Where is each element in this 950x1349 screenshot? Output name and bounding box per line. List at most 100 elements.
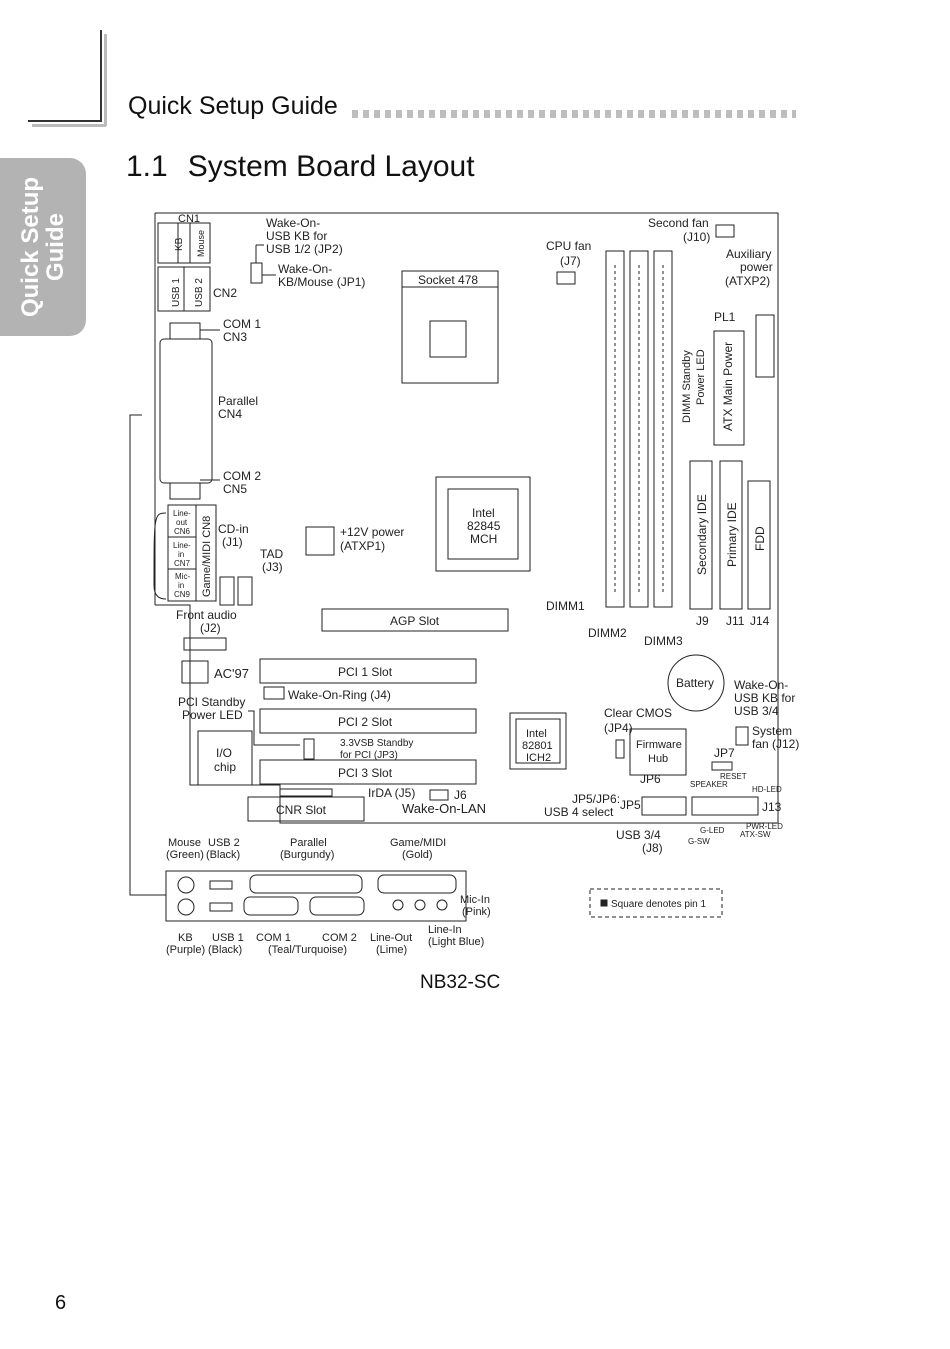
label-usb2: USB 2 <box>194 278 205 307</box>
label-wake-lan: Wake-On-LAN <box>402 801 486 816</box>
label-bp-par-2: (Burgundy) <box>280 849 334 861</box>
label-cn5: CN5 <box>223 482 247 496</box>
chapter-side-tab[interactable]: Quick Setup Guide <box>0 158 86 336</box>
label-cpu-fan: CPU fan <box>546 239 591 253</box>
label-cn3: CN3 <box>223 330 247 344</box>
label-micin: Mic- <box>175 572 190 581</box>
label-bp-usb2-2: (Black) <box>206 849 240 861</box>
label-in: in <box>178 550 184 559</box>
label-aux2: power <box>740 260 773 274</box>
label-intel-mch-2: 82845 <box>467 519 501 533</box>
label-pci2: PCI 2 Slot <box>338 715 393 729</box>
label-clear-cmos: Clear CMOS <box>604 706 672 720</box>
label-j11: J11 <box>726 614 745 628</box>
label-speaker: SPEAKER <box>690 780 728 789</box>
label-12v-power: +12V power <box>340 525 404 539</box>
label-j6: J6 <box>454 788 467 802</box>
label-parallel: Parallel <box>218 394 258 408</box>
label-cn7: CN7 <box>174 559 191 568</box>
label-io-2: chip <box>214 760 236 774</box>
label-mouse: Mouse <box>196 230 206 257</box>
page-number: 6 <box>55 1292 67 1314</box>
label-ac97: AC'97 <box>214 666 249 681</box>
label-j8: (J8) <box>642 841 663 855</box>
label-bp-linein-2: (Light Blue) <box>428 936 484 948</box>
label-j1: (J1) <box>222 535 243 549</box>
section-title: System Board Layout <box>187 150 475 183</box>
label-tad: TAD <box>260 547 283 561</box>
label-wake-ring: Wake-On-Ring (J4) <box>288 688 391 702</box>
label-bp-game-1: Game/MIDI <box>390 837 446 849</box>
label-second-fan: Second fan <box>648 216 709 230</box>
label-usb34: USB 3/4 <box>616 828 661 842</box>
label-bp-par-1: Parallel <box>290 837 327 849</box>
label-bp-mic-1: Mic-In <box>460 894 490 906</box>
label-battery: Battery <box>676 676 714 690</box>
label-j10: (J10) <box>683 230 710 244</box>
label-intel-mch-3: MCH <box>470 532 497 546</box>
label-dimm-standby-2: Power LED <box>695 349 707 405</box>
section-number: 1.1 <box>126 150 168 183</box>
label-io-1: I/O <box>216 746 232 760</box>
label-lineout: Line- <box>173 509 191 518</box>
label-bp-usb2-1: USB 2 <box>208 837 240 849</box>
label-pci-standby-2: Power LED <box>182 708 243 722</box>
label-bp-linein-1: Line-In <box>428 924 462 936</box>
label-jp7: JP7 <box>714 746 735 760</box>
label-intel-ich-3: ICH2 <box>526 752 551 764</box>
label-bp-usb1-2: (Black) <box>208 944 242 956</box>
label-j7: (J7) <box>560 254 581 268</box>
label-intel-ich-1: Intel <box>526 728 547 740</box>
label-system-fan-1: System <box>752 724 792 738</box>
label-game-midi-cn8: Game/MIDI CN8 <box>201 516 213 597</box>
label-hd-led: HD-LED <box>752 785 782 794</box>
label-pci3: PCI 3 Slot <box>338 766 393 780</box>
label-dimm-standby-1: DIMM Standby <box>681 350 693 423</box>
label-agp: AGP Slot <box>390 614 440 628</box>
board-layout-diagram: CN1 KB Mouse USB 1 USB 2 CN2 Wake-On- US… <box>129 212 799 956</box>
label-com1: COM 1 <box>223 317 261 331</box>
label-j2: (J2) <box>200 621 221 635</box>
label-reset: RESET <box>720 772 747 781</box>
label-aux1: Auxiliary <box>726 247 771 261</box>
label-cn2: CN2 <box>213 286 237 300</box>
label-micin2: in <box>178 581 184 590</box>
label-atxp2: (ATXP2) <box>725 274 770 288</box>
running-header-title: Quick Setup Guide <box>128 92 338 120</box>
label-cn1: CN1 <box>178 213 200 225</box>
label-com2: COM 2 <box>223 469 261 483</box>
label-pci-standby-1: PCI Standby <box>178 695 245 709</box>
label-usb1: USB 1 <box>171 278 182 307</box>
label-bp-usb1-1: USB 1 <box>212 932 244 944</box>
label-intel-mch-1: Intel <box>472 506 495 520</box>
label-jp56-1: JP5/JP6: <box>572 792 620 806</box>
side-tab-line2: Guide <box>42 213 69 282</box>
label-out: out <box>176 518 188 527</box>
label-bp-mouse-2: (Green) <box>166 849 204 861</box>
label-wake-usb34-2: USB KB for <box>734 691 795 705</box>
label-firmware: Firmware <box>636 739 682 751</box>
label-fdd: FDD <box>753 526 767 551</box>
label-socket: Socket 478 <box>418 273 478 287</box>
label-cdin: CD-in <box>218 522 249 536</box>
label-bp-mouse-1: Mouse <box>168 837 201 849</box>
label-dimm2: DIMM2 <box>588 626 627 640</box>
label-cn4: CN4 <box>218 407 242 421</box>
label-wake-usb34-3: USB 3/4 <box>734 704 779 718</box>
label-pl1: PL1 <box>714 310 736 324</box>
board-outline <box>155 212 779 824</box>
section-heading: 1.1 System Board Layout <box>126 150 475 184</box>
label-bp-kb-1: KB <box>178 932 193 944</box>
label-g-sw: G-SW <box>688 837 710 846</box>
label-wake-usb-2: USB KB for <box>266 229 327 243</box>
label-jp6: JP6 <box>640 772 661 786</box>
label-atxp1: (ATXP1) <box>340 539 385 553</box>
label-intel-ich-2: 82801 <box>522 740 553 752</box>
label-jp4: (JP4) <box>604 721 633 735</box>
label-dimm3: DIMM3 <box>644 634 683 648</box>
label-wake-usb-3: USB 1/2 (JP2) <box>266 242 343 256</box>
label-atx-sw: ATX-SW <box>740 830 771 839</box>
label-bp-lineout-2: (Lime) <box>376 944 407 956</box>
label-cnr: CNR Slot <box>276 803 327 817</box>
label-pci1: PCI 1 Slot <box>338 665 393 679</box>
